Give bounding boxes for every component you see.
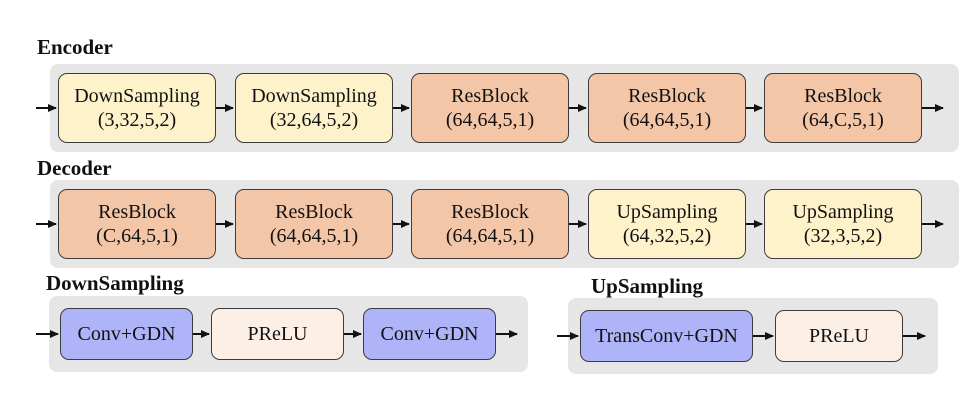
upsampling-transconv-gdn: TransConv+GDN: [580, 310, 753, 362]
encoder-title: Encoder: [37, 35, 113, 59]
encoder-block-3: ResBlock (64,64,5,1): [411, 73, 569, 143]
decoder-block-4-params: (64,32,5,2): [622, 225, 712, 247]
decoder-block-5: UpSampling (32,3,5,2): [764, 189, 922, 259]
downsampling-conv-gdn-1: Conv+GDN: [60, 308, 193, 360]
decoder-block-2-name: ResBlock: [275, 201, 353, 223]
decoder-block-2: ResBlock (64,64,5,1): [235, 189, 393, 259]
encoder-block-3-name: ResBlock: [451, 85, 529, 107]
encoder-block-2-name: DownSampling: [251, 85, 377, 107]
encoder-block-4-params: (64,64,5,1): [622, 109, 712, 131]
upsampling-prelu: PReLU: [775, 310, 903, 362]
encoder-block-1: DownSampling (3,32,5,2): [58, 73, 216, 143]
decoder-block-4-name: UpSampling: [616, 201, 718, 223]
encoder-block-4: ResBlock (64,64,5,1): [588, 73, 746, 143]
downsampling-conv-gdn-2: Conv+GDN: [363, 308, 496, 360]
upsampling-title: UpSampling: [591, 274, 704, 298]
encoder-block-1-params: (3,32,5,2): [97, 109, 177, 131]
decoder-title: Decoder: [37, 156, 112, 180]
decoder-block-2-params: (64,64,5,1): [269, 225, 359, 247]
encoder-block-1-name: DownSampling: [74, 85, 200, 107]
decoder-block-1-name: ResBlock: [98, 201, 176, 223]
encoder-block-2: DownSampling (32,64,5,2): [235, 73, 393, 143]
decoder-block-3-params: (64,64,5,1): [445, 225, 535, 247]
decoder-block-3: ResBlock (64,64,5,1): [411, 189, 569, 259]
encoder-block-2-params: (32,64,5,2): [269, 109, 359, 131]
encoder-block-5-name: ResBlock: [804, 85, 882, 107]
downsampling-title: DownSampling: [46, 271, 184, 295]
decoder-block-1: ResBlock (C,64,5,1): [58, 189, 216, 259]
encoder-block-5-params: (64,C,5,1): [802, 109, 884, 131]
encoder-block-5: ResBlock (64,C,5,1): [764, 73, 922, 143]
encoder-block-4-name: ResBlock: [628, 85, 706, 107]
decoder-block-5-params: (32,3,5,2): [803, 225, 883, 247]
downsampling-prelu: PReLU: [211, 308, 344, 360]
decoder-block-5-name: UpSampling: [792, 201, 894, 223]
decoder-block-1-params: (C,64,5,1): [96, 225, 178, 247]
encoder-block-3-params: (64,64,5,1): [445, 109, 535, 131]
decoder-block-3-name: ResBlock: [451, 201, 529, 223]
decoder-block-4: UpSampling (64,32,5,2): [588, 189, 746, 259]
